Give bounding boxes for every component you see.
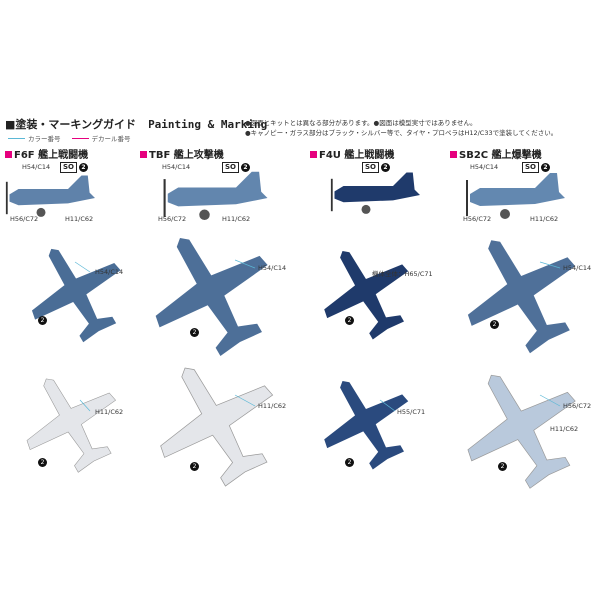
f6f-bottom-view <box>2 353 138 488</box>
tbf-top-decal-marker: 2 <box>190 328 199 337</box>
color-leader-lines <box>74 259 561 412</box>
decal-legend-label: デカール番号 <box>91 135 131 143</box>
sb2c-top-decal-marker: 2 <box>490 320 499 329</box>
color-legend-label: カラー番号 <box>28 135 61 143</box>
tbf-side-top-label: H54/C14 <box>162 163 191 171</box>
f4u-top-decal-marker: 2 <box>345 316 354 325</box>
f6f-top-label: H54/C14 <box>95 268 124 276</box>
section-f4u: F4U 艦上戦闘機 <box>310 146 394 161</box>
f6f-top-decal-marker: 2 <box>38 316 47 325</box>
tbf-bottom-decal-marker: 2 <box>190 462 199 471</box>
sb2c-side-top-label: H54/C14 <box>470 163 499 171</box>
f6f-side-bl-label: H56/C72 <box>10 215 39 223</box>
sb2c-side-view <box>466 173 565 219</box>
f4u-top-view <box>301 227 429 354</box>
tbf-side-br-label: H11/C62 <box>222 215 251 223</box>
decal-legend-line <box>71 137 89 139</box>
tbf-top-view <box>125 206 296 376</box>
tbf-side-bl-label: H56/C72 <box>158 215 187 223</box>
page-title: ■塗装・マーキングガイド Painting & Marking <box>5 116 267 132</box>
f6f-top-view <box>8 224 143 358</box>
note-2: ●キャノピー・ガラス部分はブラック・シルバー等で、タイヤ・プロペラはH12/C3… <box>245 129 558 137</box>
sb2c-side-br-label: H11/C62 <box>530 215 559 223</box>
sb2c-bottom-label-2: H11/C62 <box>550 425 579 433</box>
title-en: Painting & Marking <box>148 118 268 131</box>
section-f6f: F6F 艦上戦闘機 <box>5 146 88 161</box>
f6f-side-br-label: H11/C62 <box>65 215 94 223</box>
f4u-side-view <box>330 172 420 214</box>
f4u-top-label: 機体全体：H65/C71 <box>372 270 433 278</box>
f4u-bottom-label: H55/C71 <box>397 408 426 416</box>
sb2c-side-bl-label: H56/C72 <box>463 215 492 223</box>
section-tbf: TBF 艦上攻撃機 <box>140 146 224 161</box>
sb2c-bottom-label: H56/C72 <box>563 402 592 410</box>
tbf-bottom-label: H11/C62 <box>258 402 287 410</box>
sb2c-top-view <box>439 210 600 372</box>
f4u-bottom-decal-marker: 2 <box>345 458 354 467</box>
note-1: ●図面とキットとは異なる部分があります。●図面は模型実寸ではありません。 <box>245 119 477 127</box>
f6f-bottom-label: H11/C62 <box>95 408 124 416</box>
title-ja: ■塗装・マーキングガイド <box>5 118 137 131</box>
f6f-side-top-label: H54/C14 <box>22 163 51 171</box>
legend: カラー番号 デカール番号 <box>8 133 131 143</box>
tbf-top-label: H54/C14 <box>258 264 287 272</box>
sb2c-top-label: H54/C14 <box>563 264 592 272</box>
f6f-side-view <box>5 175 95 217</box>
section-sb2c: SB2C 艦上爆撃機 <box>450 146 542 161</box>
tbf-bottom-view <box>130 336 301 506</box>
color-legend-line <box>8 137 25 139</box>
sb2c-bottom-decal-marker: 2 <box>498 462 507 471</box>
f4u-bottom-view <box>301 357 429 484</box>
tbf-side-view <box>163 171 268 221</box>
f6f-bottom-decal-marker: 2 <box>38 458 47 467</box>
